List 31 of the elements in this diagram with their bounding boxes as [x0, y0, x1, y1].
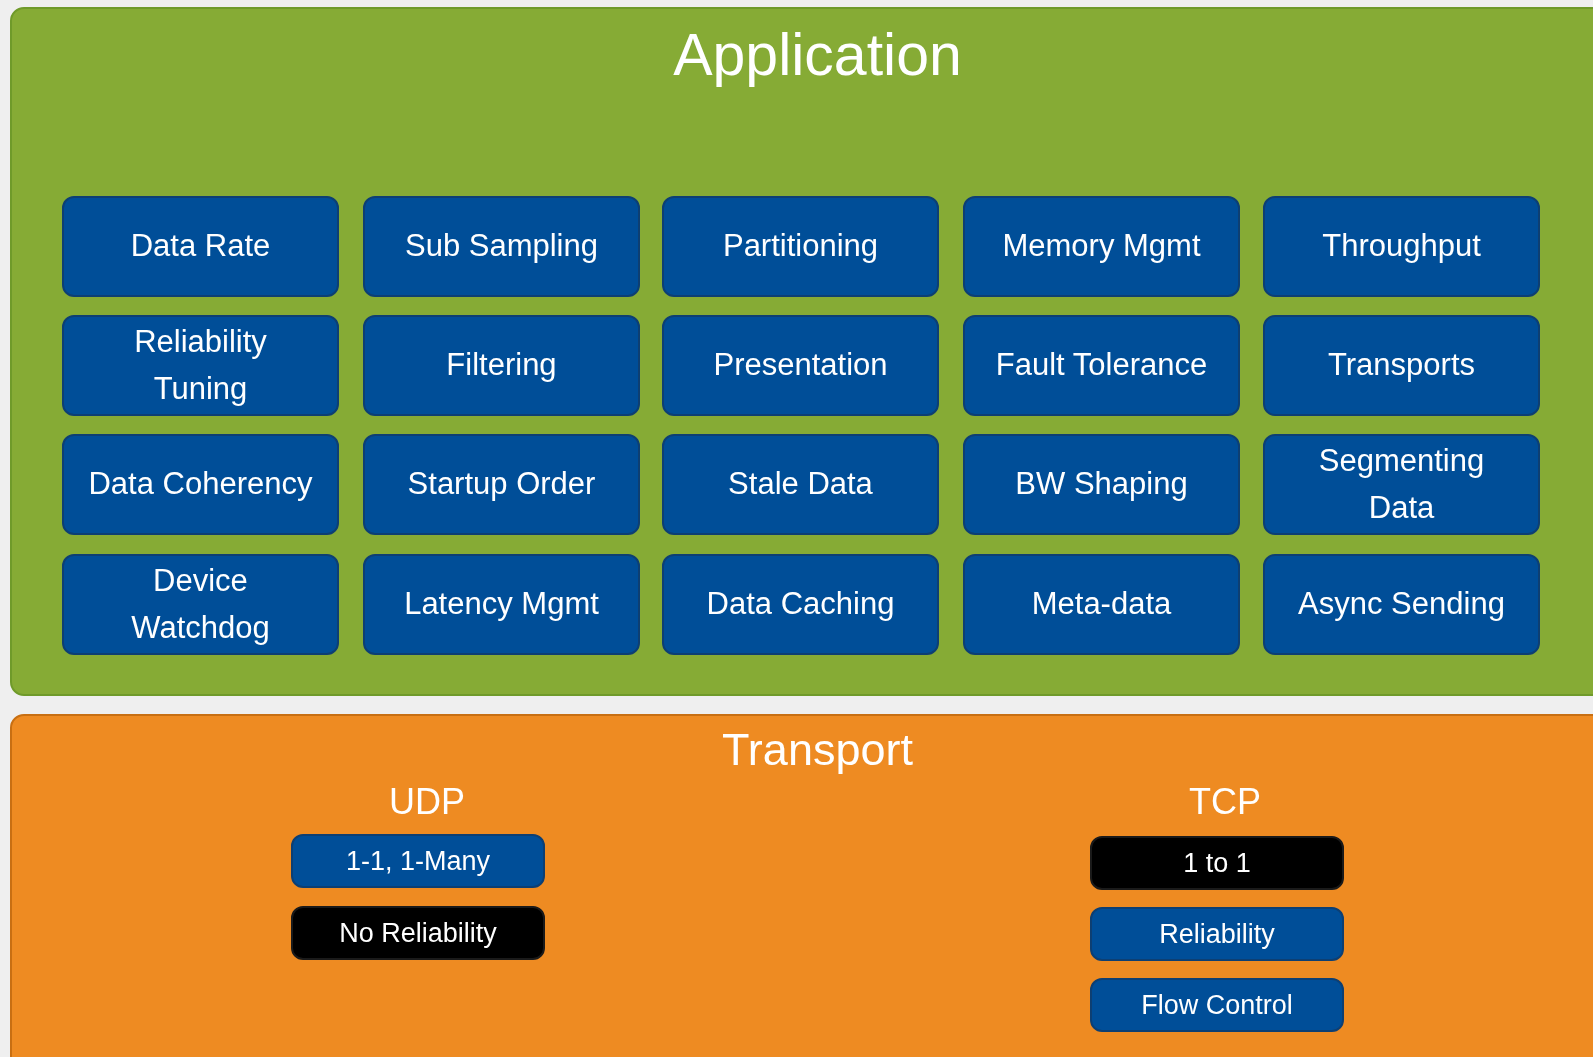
layer-panel [10, 7, 1593, 696]
feature-box: 1 to 1 [1090, 836, 1344, 890]
feature-box: Startup Order [363, 434, 640, 535]
layer-title: Transport [721, 724, 914, 776]
feature-box: Latency Mgmt [363, 554, 640, 655]
feature-box: No Reliability [291, 906, 545, 960]
group-heading: TCP [1188, 781, 1262, 823]
feature-box: Device Watchdog [62, 554, 339, 655]
feature-box: Data Caching [662, 554, 939, 655]
feature-box: Meta-data [963, 554, 1240, 655]
feature-box: Segmenting Data [1263, 434, 1540, 535]
feature-box: Data Coherency [62, 434, 339, 535]
layer-panel [10, 714, 1593, 1057]
feature-box: Stale Data [662, 434, 939, 535]
feature-box: Data Rate [62, 196, 339, 297]
feature-box: Presentation [662, 315, 939, 416]
feature-box: 1-1, 1-Many [291, 834, 545, 888]
feature-box: Partitioning [662, 196, 939, 297]
feature-box: Sub Sampling [363, 196, 640, 297]
feature-box: Fault Tolerance [963, 315, 1240, 416]
feature-box: Reliability Tuning [62, 315, 339, 416]
layer-title: Application [672, 21, 963, 89]
feature-box: Async Sending [1263, 554, 1540, 655]
feature-box: Filtering [363, 315, 640, 416]
feature-box: BW Shaping [963, 434, 1240, 535]
feature-box: Throughput [1263, 196, 1540, 297]
feature-box: Transports [1263, 315, 1540, 416]
feature-box: Reliability [1090, 907, 1344, 961]
group-heading: UDP [388, 781, 466, 823]
feature-box: Flow Control [1090, 978, 1344, 1032]
feature-box: Memory Mgmt [963, 196, 1240, 297]
